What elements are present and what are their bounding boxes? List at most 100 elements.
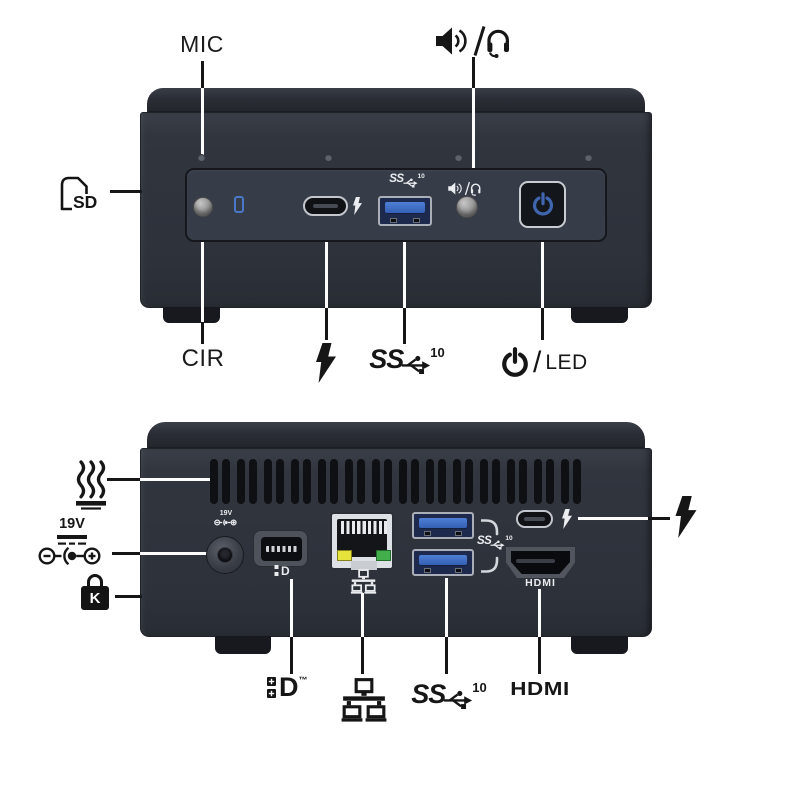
displayport-logo-device: D <box>274 564 290 578</box>
audio-leader-line-inner <box>472 88 475 181</box>
dc-in-leader-line-inner <box>140 552 207 555</box>
thunderbolt-icon-label-rear <box>675 496 697 538</box>
vent-slot-pair <box>561 459 581 504</box>
led-label: LED <box>545 351 588 374</box>
dc-symbol-bars-icon <box>57 535 87 545</box>
mic-label: MIC <box>180 31 224 57</box>
speaker-headset-icon-label <box>436 26 509 58</box>
vent-slot-pair <box>345 459 365 504</box>
usb-trident-icon <box>490 540 505 550</box>
vent-slot-pair <box>507 459 527 504</box>
audio-leader-line <box>472 57 475 88</box>
drive-activity-led-icon <box>234 196 244 213</box>
dp-letter: D <box>279 672 299 702</box>
lock-shackle-icon <box>87 574 103 588</box>
vent-leader-line-inner <box>140 478 211 481</box>
lock-letter: K <box>89 589 101 607</box>
front-screw-2 <box>325 154 332 161</box>
audio-jack <box>456 196 478 218</box>
dp-leader-line-inner <box>290 579 293 637</box>
displayport-logo-label: D ™ <box>266 672 308 702</box>
front-screw-3 <box>455 154 462 161</box>
ethernet-icon-device <box>350 569 377 594</box>
heat-exhaust-icon <box>76 460 106 510</box>
front-screw-4 <box>585 154 592 161</box>
mic-leader-line <box>201 61 204 88</box>
vent-slot-pair <box>534 459 554 504</box>
usb-a-port-rear-bottom <box>412 549 474 576</box>
sd-leader-line <box>110 190 142 193</box>
power-leader-line-inner <box>541 228 544 308</box>
rear-foot-right <box>571 636 628 654</box>
usb-ss-text: SS <box>477 535 492 547</box>
vent-slot-pair <box>264 459 284 504</box>
dc-polarity-mini-icon <box>214 519 237 526</box>
usb-rear-leader-line-inner <box>445 578 448 637</box>
cir-leader-line <box>201 322 204 344</box>
usb-speed-text: 10 <box>417 173 425 180</box>
usb-speed-text: 10 <box>505 535 513 542</box>
usb-ss-text: SS <box>389 173 404 185</box>
usb-ss-text: SS <box>411 679 446 709</box>
cir-receiver <box>193 197 213 217</box>
front-lid <box>147 88 645 114</box>
front-foot-right <box>571 307 628 323</box>
ethernet-led-green <box>376 550 391 561</box>
dp-trademark: ™ <box>298 675 308 685</box>
usb-trident-icon <box>402 355 431 374</box>
usb-ss10-logo-front-panel: SS 10 <box>379 173 435 188</box>
dp-letter: D <box>281 564 290 578</box>
vent-slot-pair <box>372 459 392 504</box>
hdmi-label-device: HDMI <box>525 577 556 589</box>
vent-slot-pair <box>426 459 446 504</box>
usb-front-leader-line <box>403 308 406 344</box>
thunderbolt-front-leader-line-inner <box>325 216 328 308</box>
usb-speed-text: 10 <box>430 345 445 360</box>
usb-trident-icon <box>402 178 418 188</box>
ethernet-led-yellow <box>337 550 352 561</box>
power-leader-line <box>541 308 544 340</box>
dc-voltage-label: 19V <box>59 516 85 532</box>
vent-slot-pair <box>399 459 419 504</box>
usb-ss10-logo-rear-panel: SS 10 <box>477 535 513 550</box>
thunderbolt-icon-rear-panel <box>562 509 572 529</box>
front-foot-left <box>163 307 220 323</box>
thunderbolt-icon-label-front <box>316 343 336 383</box>
power-icon <box>532 191 553 215</box>
usb-ss10-logo-label-rear: SS 10 <box>410 681 488 710</box>
dc-in-jack <box>206 536 244 574</box>
dc-voltage-mini-text: 19V <box>219 510 233 517</box>
ethernet-port <box>330 512 394 570</box>
ethernet-leader-line-inner <box>361 593 364 637</box>
usb-c-thunderbolt-port-rear <box>516 510 553 528</box>
thunderbolt-icon-front-panel <box>353 197 362 215</box>
sd-card-icon <box>60 176 88 211</box>
power-led-label: / LED <box>501 340 588 386</box>
usb-front-leader-line-inner <box>403 226 406 308</box>
mic-leader-line-inner <box>201 88 204 155</box>
thunderbolt-rear-leader-line-inner <box>578 517 650 520</box>
hdmi-port <box>506 547 575 578</box>
dc-polarity-connector-icon <box>38 546 101 566</box>
thunderbolt-rear-leader-line <box>648 517 670 520</box>
vent-slot-pair <box>480 459 500 504</box>
power-button[interactable] <box>519 181 566 228</box>
vent-slot-pair <box>291 459 311 504</box>
kensington-lock-icon: K <box>81 586 109 610</box>
rear-foot-left <box>215 636 271 654</box>
ethernet-leader-line <box>361 637 364 674</box>
dp-dots-icon <box>274 565 279 576</box>
usb-c-thunderbolt-port-front <box>303 196 348 216</box>
cir-label: CIR <box>181 345 225 372</box>
usb-a-port-front <box>378 196 432 226</box>
usb-ss-text: SS <box>369 344 404 374</box>
sd-label: SD <box>72 192 99 212</box>
hdmi-leader-line-inner <box>538 589 541 637</box>
rear-lid <box>147 422 645 450</box>
usb-pair-bracket <box>481 519 499 573</box>
ethernet-icon-label <box>341 678 387 722</box>
usb-ss10-logo-label-front: SS 10 <box>368 346 446 375</box>
front-screw-1 <box>198 154 205 161</box>
usb-rear-leader-line <box>445 637 448 674</box>
